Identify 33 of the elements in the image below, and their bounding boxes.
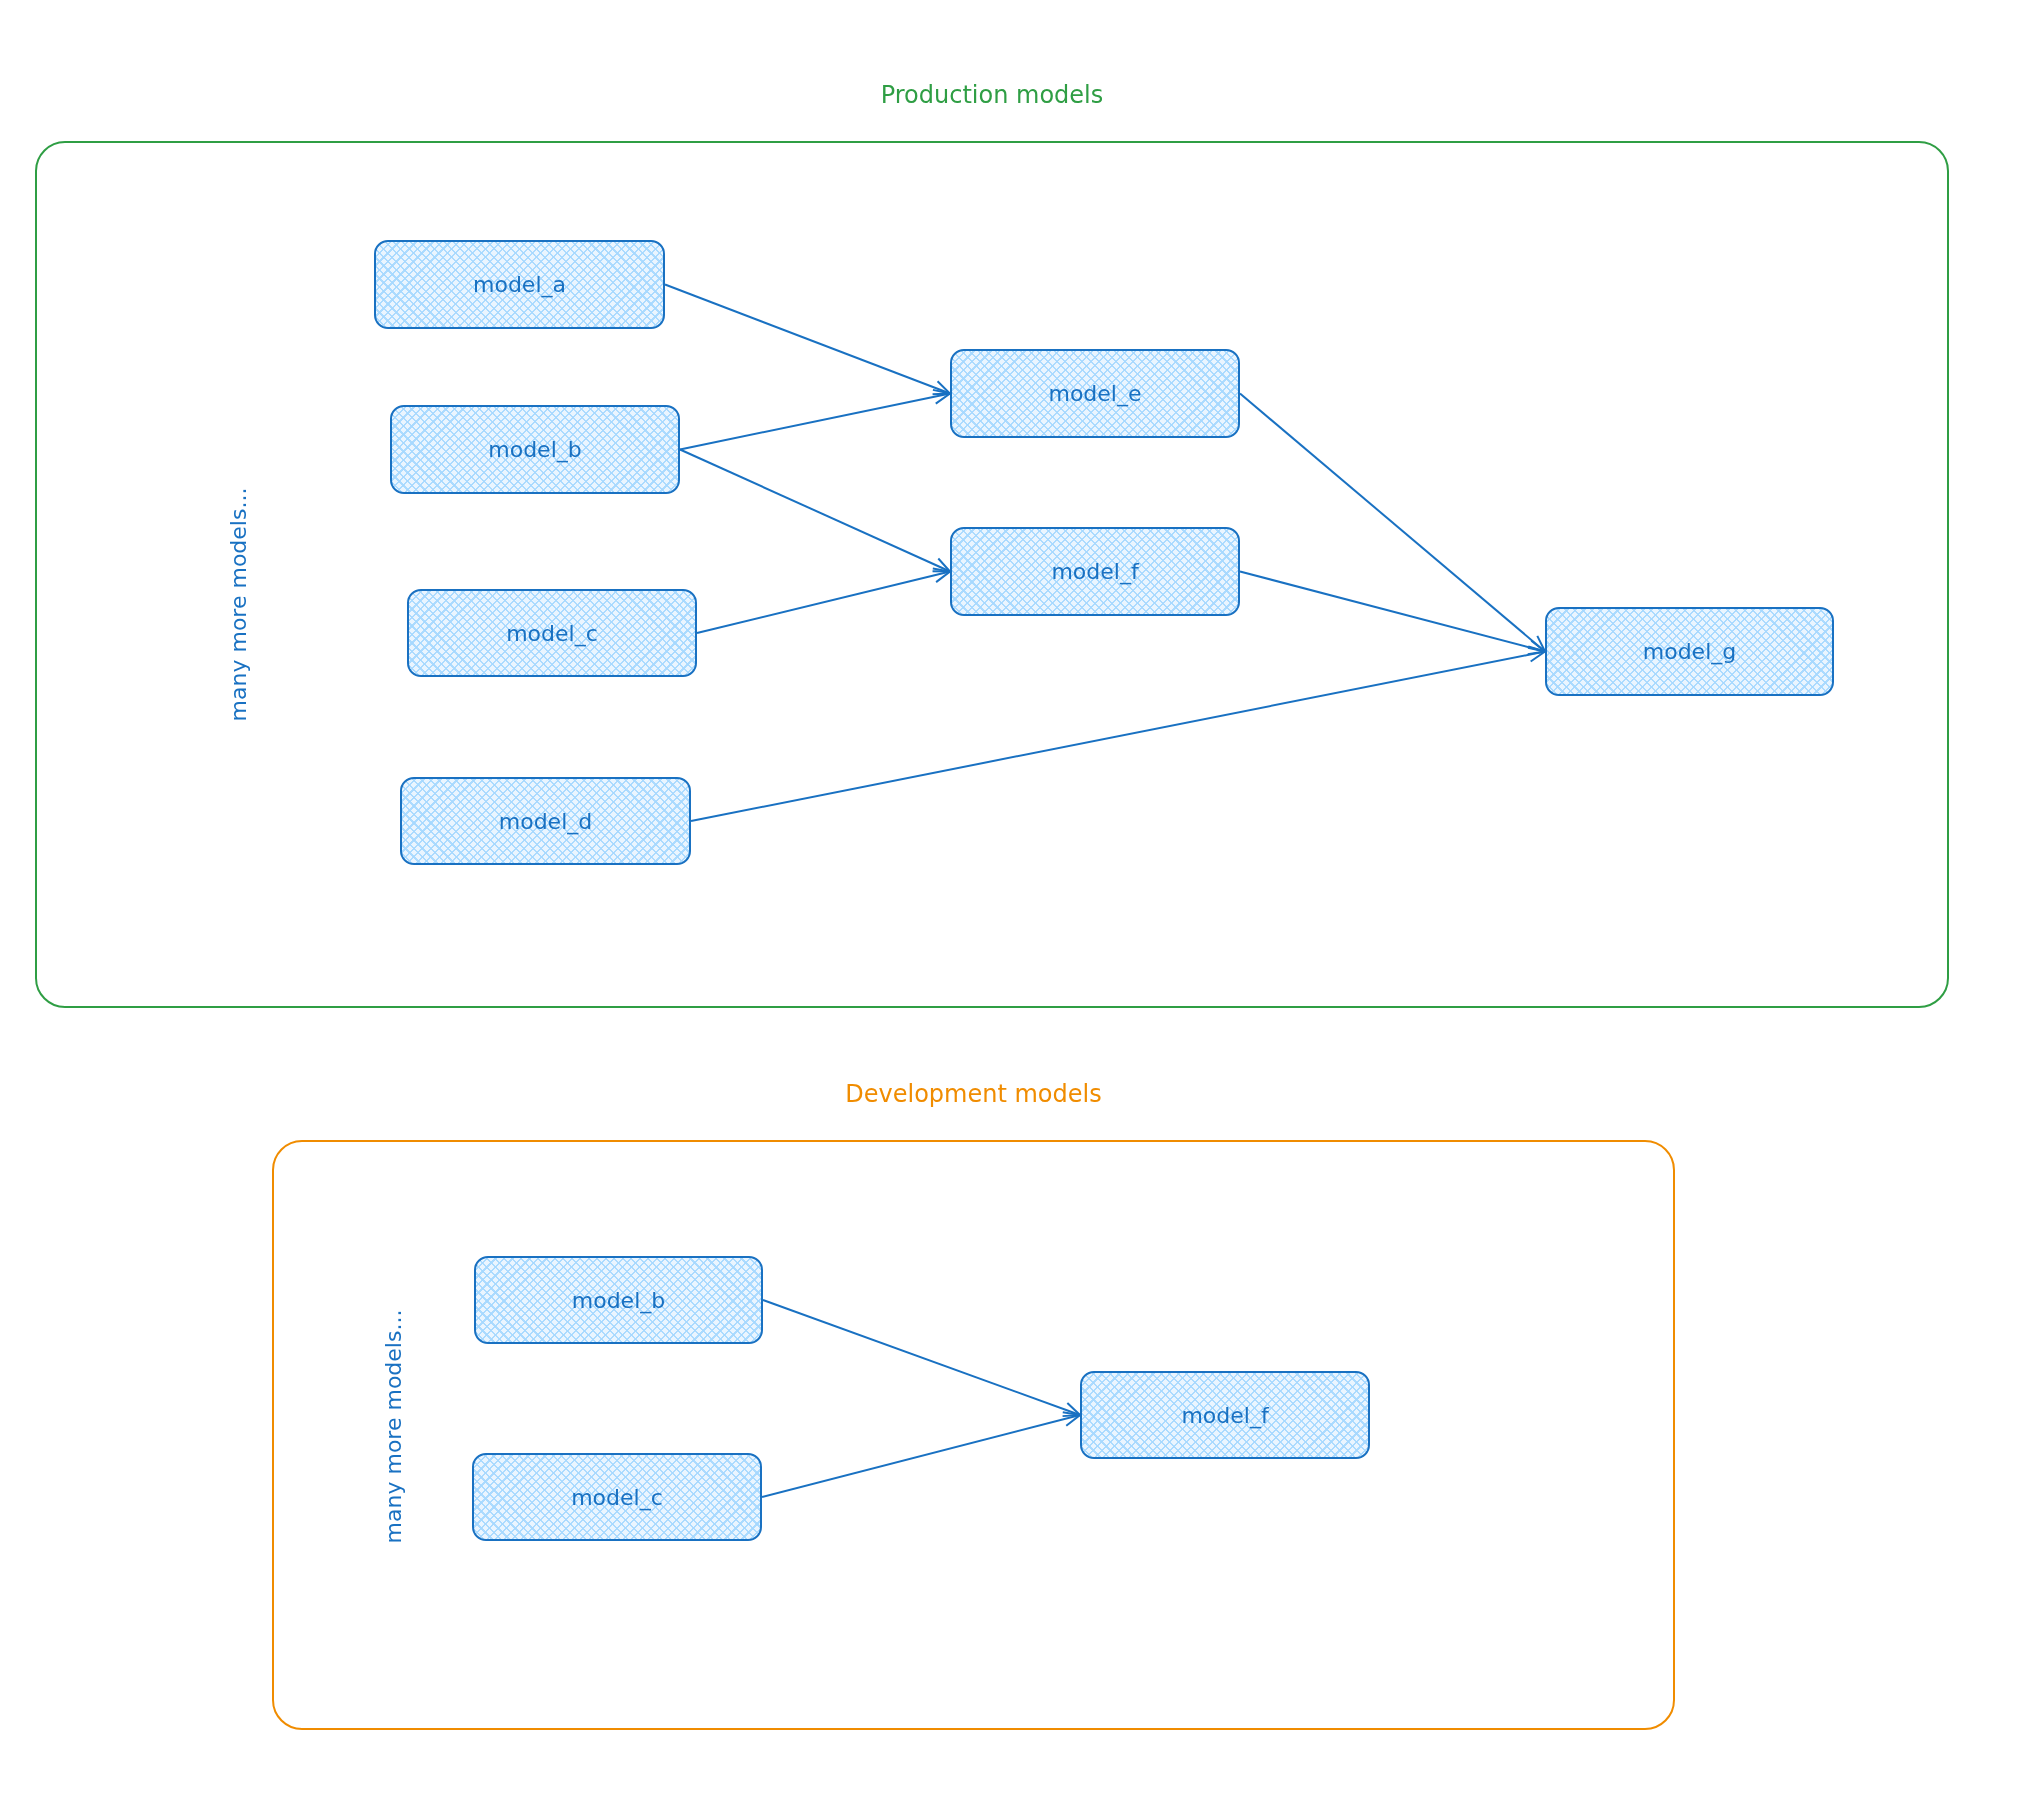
- arrow: [679, 388, 951, 451]
- model-name: model_g: [1642, 639, 1737, 664]
- model-name: model_b: [488, 437, 582, 462]
- model-box: [950, 527, 1240, 616]
- model-name: model_f: [1051, 559, 1139, 584]
- model-box: [472, 1453, 762, 1541]
- side-note: many more models...: [381, 1309, 407, 1543]
- side-note: many more models...: [226, 487, 252, 721]
- model-box: [474, 1256, 763, 1344]
- model-name: model_f: [1181, 1402, 1269, 1428]
- model-name: model_c: [506, 620, 598, 646]
- model-box: [407, 589, 697, 677]
- model-box: [390, 405, 680, 494]
- arrow: [1239, 570, 1546, 656]
- arrow: [664, 283, 951, 396]
- model-name: model_a: [473, 272, 566, 297]
- model-box: [1080, 1371, 1370, 1459]
- model-box: [1545, 607, 1834, 696]
- arrow: [1239, 392, 1546, 653]
- arrow: [696, 567, 951, 634]
- arrow: [762, 1299, 1081, 1418]
- arrow: [690, 646, 1546, 822]
- group-title: Production models: [880, 81, 1104, 109]
- model-name: model_b: [571, 1287, 666, 1313]
- model-name: model_d: [498, 808, 593, 834]
- arrow: [761, 1411, 1081, 1498]
- model-name: model_c: [571, 1484, 663, 1510]
- model-name: model_e: [1048, 381, 1142, 406]
- model-box: [950, 349, 1240, 438]
- model-box: [374, 240, 665, 329]
- group-title: Development models: [845, 1080, 1102, 1108]
- arrow: [679, 448, 951, 573]
- model-box: [400, 777, 691, 865]
